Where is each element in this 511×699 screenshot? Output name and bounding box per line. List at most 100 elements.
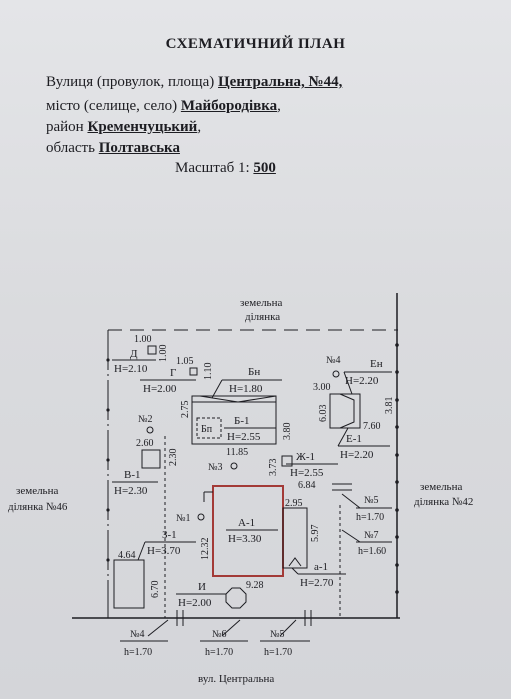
I-name: И xyxy=(198,581,206,593)
V1-name: В-1 xyxy=(124,469,141,481)
B1-depth: 3.80 xyxy=(282,423,293,441)
district-tail: , xyxy=(197,119,202,135)
structure-B: Бп Бн H=1.80 Б-1 H=2.55 2.75 3.80 11.85 xyxy=(180,366,293,458)
G-height: H=2.00 xyxy=(143,383,177,395)
No6b-name: №6 xyxy=(212,629,227,640)
No5r-name: №5 xyxy=(364,495,379,506)
structure-Zh: Ж-1 H=2.55 6.84 xyxy=(281,451,352,491)
A1-width: 9.28 xyxy=(246,580,264,591)
B1-length: 11.85 xyxy=(226,447,248,458)
No7-height: h=1.60 xyxy=(358,546,386,557)
land-right-line2: ділянка №42 xyxy=(414,496,473,508)
structure-Z1: 4.64 6.70 З-1 H=3.70 xyxy=(113,529,196,609)
Z1-height: H=3.70 xyxy=(147,545,181,557)
page-title: СХЕМАТИЧНИЙ ПЛАН xyxy=(165,36,346,52)
a1-height: H=2.70 xyxy=(300,577,334,589)
A1-height: H=3.30 xyxy=(228,533,262,545)
marker-No6-bottom: №6 h=1.70 xyxy=(200,619,248,658)
district-label: район xyxy=(46,119,84,135)
G-name: Г xyxy=(170,367,176,379)
B1-name: Б-1 xyxy=(234,415,249,427)
A1-name: А-1 xyxy=(238,517,255,529)
structure-E: №4 3.00 6.03 3.81 Ен H=2.20 7.60 Е-1 H=2… xyxy=(313,355,395,461)
city-value: Майбородівка xyxy=(180,98,278,114)
No5b-name: №5 xyxy=(270,629,285,640)
structure-V: №2 2.60 2.30 В-1 H=2.30 xyxy=(112,414,179,497)
No4-name: №4 xyxy=(326,355,341,366)
district-line: район Кременчуцький, xyxy=(46,117,201,137)
street-line: Вулиця (провулок, площа) Центральна, №44… xyxy=(46,72,342,92)
a1-length: 5.97 xyxy=(310,525,321,543)
En-width: 3.00 xyxy=(313,382,331,393)
No5b-height: h=1.70 xyxy=(264,647,292,658)
region-value: Полтавська xyxy=(98,140,180,156)
land-left-line2: ділянка №46 xyxy=(8,501,68,513)
city-label: місто (селище, село) xyxy=(46,98,178,114)
marker-No4-bottom: №4 h=1.70 xyxy=(120,619,169,658)
land-right-line1: земельна xyxy=(420,481,462,493)
structure-D: 1.00 1.00 Д H=2.10 xyxy=(112,334,169,375)
Zh1-length: 6.84 xyxy=(298,480,316,491)
B1-height: H=2.55 xyxy=(227,431,261,443)
land-top-line2: ділянка xyxy=(245,311,280,323)
city-tail: , xyxy=(277,98,281,114)
scale-value: 500 xyxy=(253,160,276,176)
land-left-line1: земельна xyxy=(16,485,58,497)
land-top-line1: земельна xyxy=(240,297,282,309)
No5r-height: h=1.70 xyxy=(356,512,384,523)
region-label: область xyxy=(46,140,95,156)
V1-height: H=2.30 xyxy=(114,485,148,497)
scale-label: Масштаб 1: xyxy=(175,160,250,176)
Z1-length: 6.70 xyxy=(150,581,161,599)
En-name: Ен xyxy=(370,358,383,370)
G-length: 1.10 xyxy=(203,363,214,381)
Bn-name: Бн xyxy=(248,366,260,378)
marker-No5-bottom: №5 h=1.70 xyxy=(260,619,310,658)
B1-side: 2.75 xyxy=(180,401,191,419)
En-length: 6.03 xyxy=(318,405,329,423)
A1-length: 12.32 xyxy=(200,538,211,561)
D-name: Д xyxy=(130,348,138,360)
No2-name: №2 xyxy=(138,414,153,425)
G-width: 1.05 xyxy=(176,356,194,367)
En-depth: 3.81 xyxy=(384,397,395,415)
No1-name: №1 xyxy=(176,513,191,524)
I-height: H=2.00 xyxy=(178,597,212,609)
Z1-name: З-1 xyxy=(162,529,177,541)
No7-name: №7 xyxy=(364,530,379,541)
E1-height: H=2.20 xyxy=(340,449,374,461)
main-house-A1: А-1 H=3.30 12.32 9.28 xyxy=(200,485,284,591)
city-line: місто (селище, село) Майбородівка, xyxy=(46,96,281,116)
E1-name: Е-1 xyxy=(346,433,362,445)
V-width: 2.60 xyxy=(136,438,154,449)
D-length: 1.00 xyxy=(158,345,169,363)
region-line: область Полтавська xyxy=(46,138,180,158)
No3-name: №3 xyxy=(208,462,223,473)
No4b-height: h=1.70 xyxy=(124,647,152,658)
marker-No5-right: №5 h=1.70 xyxy=(341,493,392,523)
En-height: H=2.20 xyxy=(345,375,379,387)
D-height: H=2.10 xyxy=(114,363,148,375)
No4b-name: №4 xyxy=(130,629,145,640)
D-width: 1.00 xyxy=(134,334,152,345)
structure-I: И H=2.00 xyxy=(176,581,247,609)
street-name: вул. Центральна xyxy=(198,673,274,685)
structure-G: 1.05 1.10 Г H=2.00 xyxy=(140,356,214,395)
Bp-label: Бп xyxy=(201,424,213,435)
street-label: Вулиця (провулок, площа) xyxy=(46,74,215,90)
a1-width: 2.95 xyxy=(285,498,303,509)
well-No3: №3 3.73 xyxy=(208,459,279,477)
E1-width: 7.60 xyxy=(363,421,381,432)
Zh1-name: Ж-1 xyxy=(296,451,315,463)
Bn-height: H=1.80 xyxy=(229,383,263,395)
marker-No7: №7 h=1.60 xyxy=(341,529,392,557)
a1-name: а-1 xyxy=(314,561,328,573)
boundary-dots xyxy=(106,343,399,594)
V-length: 2.30 xyxy=(168,449,179,467)
No6b-height: h=1.70 xyxy=(205,647,233,658)
Z1-width: 4.64 xyxy=(118,550,136,561)
street-value: Центральна, №44, xyxy=(218,74,343,90)
structure-a1: 2.95 5.97 а-1 H=2.70 xyxy=(282,498,346,589)
